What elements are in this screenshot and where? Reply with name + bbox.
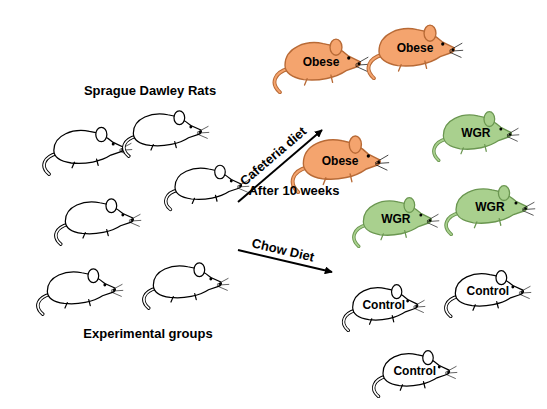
rat-outline <box>446 271 531 317</box>
rat-outline <box>275 39 370 92</box>
rat-outline <box>446 186 535 235</box>
group-label: Control <box>352 298 415 312</box>
group-label: Control <box>382 364 447 378</box>
group-label: WGR <box>443 126 509 140</box>
rat-figure <box>56 199 141 244</box>
rat-outline <box>434 112 519 161</box>
rat-outline <box>369 25 464 78</box>
group-label: Control <box>455 284 521 298</box>
group-label: Obese <box>303 154 378 168</box>
rat-group-member: Control <box>440 256 532 318</box>
white-rats <box>38 111 249 314</box>
annotation-text: Experimental groups <box>83 326 212 341</box>
annotation-text: After 10 weeks <box>248 183 339 198</box>
rat-figure <box>44 127 132 174</box>
rat-group-member: Control <box>368 336 458 398</box>
group-label: WGR <box>455 200 524 214</box>
rat-figure <box>144 263 229 308</box>
annotation-text: Sprague Dawley Rats <box>84 83 216 98</box>
group-label: Obese <box>378 41 451 55</box>
rat-outline <box>374 351 458 397</box>
rat-group-member: Obese <box>268 22 370 94</box>
rat-group-member: Obese <box>362 8 464 80</box>
rat-group-member: Control <box>338 270 426 332</box>
annotation-text: Cafeteria diet <box>237 124 309 189</box>
rat-figure <box>166 165 250 209</box>
rat-figure <box>38 269 123 314</box>
rat-outline <box>354 198 439 247</box>
rat-group-member: WGR <box>428 96 520 162</box>
rat-outline <box>344 285 426 331</box>
rat-group-member: WGR <box>348 182 440 248</box>
rat-figure <box>124 111 209 156</box>
rat-group-member: WGR <box>440 170 536 236</box>
group-label: Obese <box>284 55 357 69</box>
group-label: WGR <box>363 212 429 226</box>
